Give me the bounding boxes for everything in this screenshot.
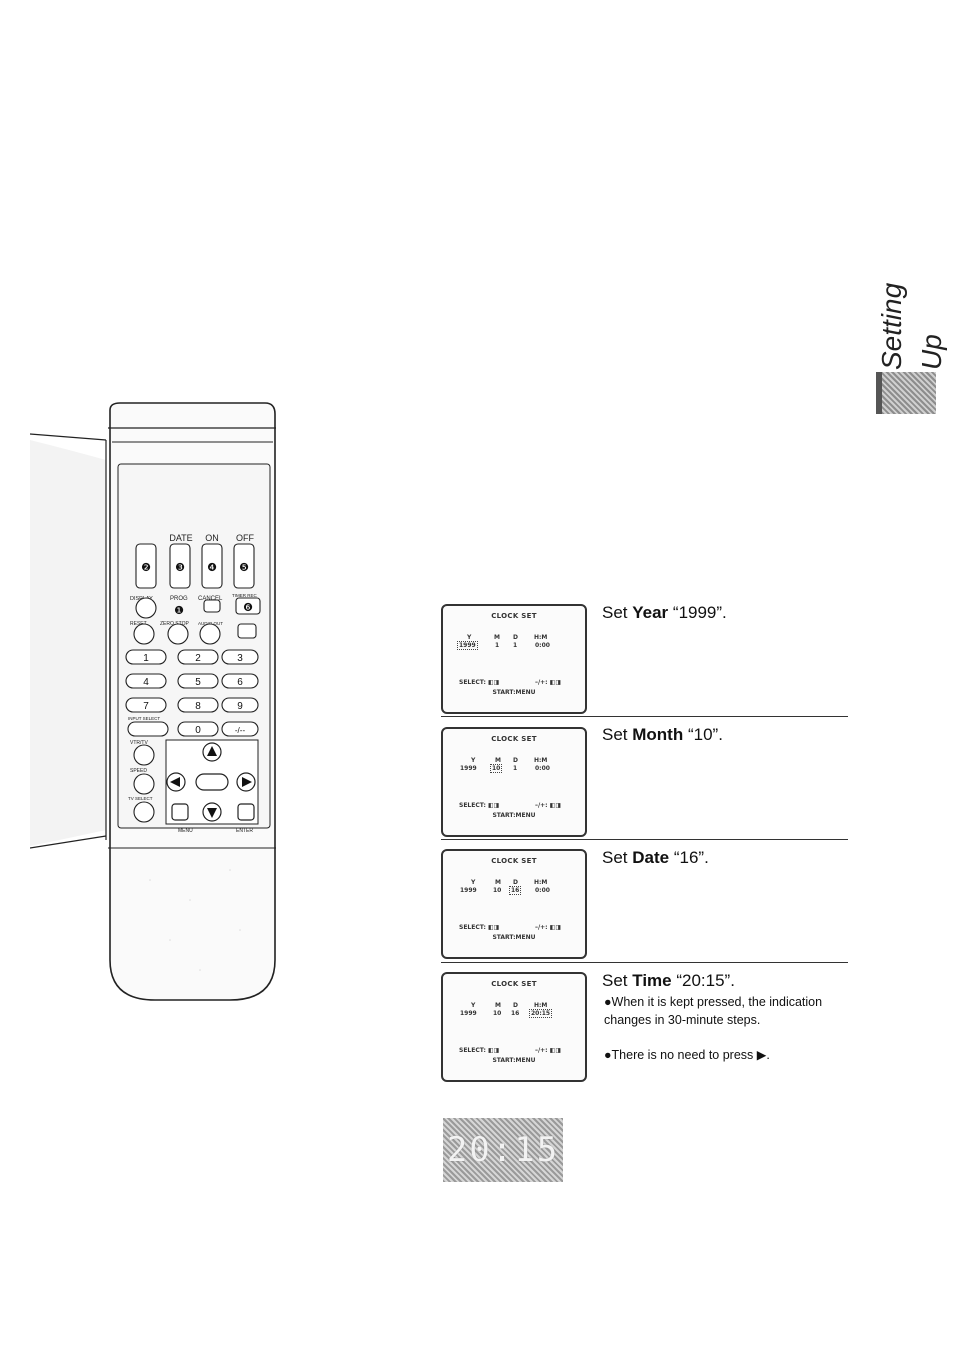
screen-header-month: M: [495, 1002, 501, 1009]
key-2: 2: [195, 653, 201, 664]
vcr-display-readout: 20:15: [443, 1118, 563, 1182]
screen-value-year: 1999: [460, 887, 477, 894]
step-badge-6: ❻: [243, 602, 253, 614]
clock-set-screen-time: CLOCK SET Y M D H:M 1999 10 16 20:15 SEL…: [441, 972, 587, 1082]
screen-value-year: 1999: [457, 641, 478, 650]
screen-start-hint: START:MENU: [492, 1057, 536, 1064]
key-5: 5: [195, 677, 201, 688]
screen-title: CLOCK SET: [491, 980, 537, 988]
remote-label-off: OFF: [236, 533, 254, 543]
screen-adjust-hint: –/+: ◧◨: [534, 924, 561, 931]
step-badge-1: ❶: [174, 605, 184, 617]
screen-select-hint: SELECT: ◧◨: [459, 924, 500, 931]
screen-value-month: 10: [489, 764, 503, 773]
screen-value-time: 0:00: [535, 765, 550, 772]
screen-value-time: 0:00: [535, 887, 550, 894]
screen-select-hint: SELECT: ◧◨: [459, 1047, 500, 1054]
remote-label-menu: MENU: [178, 828, 193, 834]
screen-value-time: 0:00: [535, 642, 550, 649]
key-4: 4: [143, 677, 149, 688]
screen-start-hint: START:MENU: [492, 812, 536, 819]
screen-value-month: 1: [495, 642, 500, 649]
divider: [441, 839, 848, 840]
key-3: 3: [237, 653, 243, 664]
screen-header-day: D: [513, 757, 518, 764]
screen-start-hint: START:MENU: [492, 934, 536, 941]
step-title-time: Set Time “20:15”.: [602, 971, 735, 990]
clock-set-screen-year: CLOCK SET Y M D H:M 1999 1 1 0:00 SELECT…: [441, 604, 587, 714]
screen-select-hint: SELECT: ◧◨: [459, 802, 500, 809]
vcr-display-time: 20:15: [446, 1130, 560, 1170]
remote-label-enter: ENTER: [236, 828, 253, 834]
screen-adjust-hint: –/+: ◧◨: [534, 802, 561, 809]
screen-header-day: D: [513, 879, 518, 886]
screen-header-time: H:M: [534, 1002, 548, 1009]
step-badge-4: ❹: [207, 562, 217, 574]
step-title-month: Set Month “10”.: [602, 725, 723, 744]
screen-start-hint: START:MENU: [492, 689, 536, 696]
key-1: 1: [143, 653, 149, 664]
screen-adjust-hint: –/+: ◧◨: [534, 679, 561, 686]
screen-select-hint: SELECT: ◧◨: [459, 679, 500, 686]
key-9: 9: [237, 701, 243, 712]
note-hold-pressed: ●When it is kept pressed, the indication…: [604, 995, 823, 1027]
screen-value-day: 1: [513, 642, 518, 649]
clock-set-screen-month: CLOCK SET Y M D H:M 1999 10 1 0:00 SELEC…: [441, 727, 587, 837]
step-badge-3: ❸: [175, 562, 185, 574]
key-0: 0: [195, 725, 201, 736]
screen-value-day: 16: [508, 886, 522, 895]
screen-header-month: M: [495, 879, 501, 886]
screen-header-month: M: [495, 757, 501, 764]
remote-label-date: DATE: [169, 533, 192, 543]
section-tab-label: Setting Up: [876, 282, 947, 370]
remote-control-illustration: DATE ON OFF ❷ ❸ ❹ ❺ DISPLAY PROG CANCEL …: [29, 400, 290, 1010]
screen-header-day: D: [513, 634, 518, 641]
remote-label-tv-select: TV SELECT: [128, 796, 153, 801]
screen-header-day: D: [513, 1002, 518, 1009]
remote-label-prog: PROG: [170, 596, 188, 602]
remote-label-on: ON: [205, 533, 219, 543]
screen-header-year: Y: [471, 879, 476, 886]
step-title-year: Set Year “1999”.: [602, 603, 727, 622]
note-no-need-press: ●There is no need to press ▶.: [604, 1048, 770, 1062]
screen-header-time: H:M: [534, 757, 548, 764]
remote-label-cancel: CANCEL: [198, 596, 223, 602]
section-tab: Setting Up: [868, 250, 947, 415]
screen-value-month: 10: [493, 887, 502, 894]
screen-header-year: Y: [471, 1002, 476, 1009]
section-tab-marker: [876, 372, 936, 414]
step-badge-2: ❷: [141, 562, 151, 574]
screen-adjust-hint: –/+: ◧◨: [534, 1047, 561, 1054]
screen-value-day: 1: [513, 765, 518, 772]
screen-header-month: M: [494, 634, 500, 641]
step-title-date: Set Date “16”.: [602, 848, 709, 867]
screen-header-year: Y: [471, 757, 476, 764]
screen-value-day: 16: [511, 1010, 520, 1017]
key-8: 8: [195, 701, 201, 712]
screen-header-time: H:M: [534, 634, 548, 641]
remote-label-vtr-tv: VTR/TV: [130, 740, 148, 746]
screen-value-year: 1999: [460, 765, 477, 772]
screen-title: CLOCK SET: [491, 735, 537, 743]
screen-title: CLOCK SET: [491, 857, 537, 865]
screen-header-time: H:M: [534, 879, 548, 886]
remote-label-speed: SPEED: [130, 768, 147, 774]
screen-title: CLOCK SET: [491, 612, 537, 620]
key-6: 6: [237, 677, 243, 688]
screen-value-month: 10: [493, 1010, 502, 1017]
divider: [441, 716, 848, 717]
remote-label-reset: RESET: [130, 621, 147, 627]
divider: [441, 962, 848, 963]
key-7: 7: [143, 701, 149, 712]
clock-set-screen-date: CLOCK SET Y M D H:M 1999 10 16 0:00 SELE…: [441, 849, 587, 959]
remote-label-timer-rec: TIMER REC: [232, 593, 258, 598]
screen-value-time: 20:15: [528, 1009, 553, 1018]
screen-value-year: 1999: [460, 1010, 477, 1017]
screen-header-year: Y: [467, 634, 472, 641]
remote-label-input-select: INPUT SELECT: [128, 716, 160, 721]
key-dash: -/--: [235, 726, 246, 735]
step-badge-5: ❺: [239, 562, 249, 574]
